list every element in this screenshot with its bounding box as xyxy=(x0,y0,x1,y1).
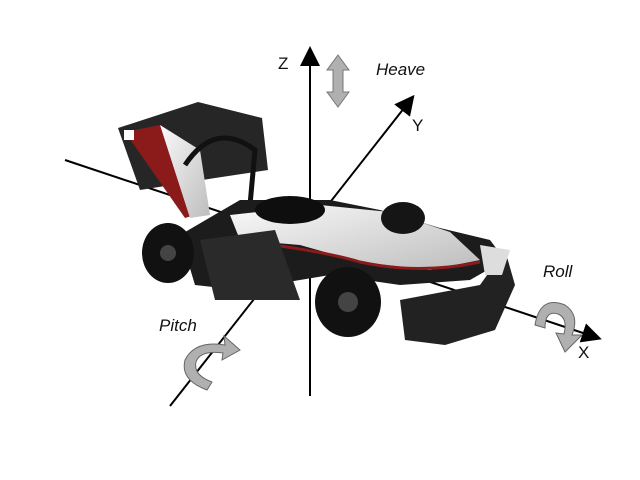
z-axis-label: Z xyxy=(278,54,289,73)
pitch-label: Pitch xyxy=(159,316,197,335)
race-car-image xyxy=(118,102,515,345)
roll-arrow-icon xyxy=(534,302,584,353)
heave-arrow-icon xyxy=(326,54,350,108)
y-axis-label: Y xyxy=(412,116,424,135)
roll-label: Roll xyxy=(543,262,573,281)
heave-label: Heave xyxy=(376,60,426,79)
x-axis-label: X xyxy=(578,343,590,362)
pitch-arrow-icon xyxy=(183,334,241,391)
